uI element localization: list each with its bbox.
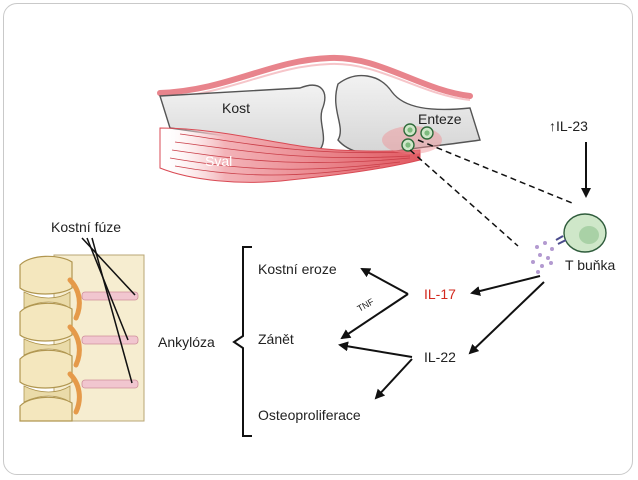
t-cell [555,213,607,253]
right-bone [334,74,481,156]
label-il17: IL-17 [424,286,456,302]
label-bone-fusion: Kostní fúze [51,219,122,235]
cytokine-dots [531,241,554,274]
label-inflammation: Zánět [258,331,294,347]
label-bone-erosion: Kostní eroze [258,261,337,277]
enthesis-cells [401,123,434,152]
label-il22: IL-22 [424,349,456,365]
arrow-il22-osteoproliferation [374,358,413,400]
arrow-tcell-il22 [468,281,545,355]
arrow-tcell-il17 [470,275,541,296]
label-osteoproliferation: Osteoproliferace [258,407,361,423]
spine-illustration [19,237,145,422]
ankylosis-bracket [232,246,252,437]
label-t-cell: T buňka [565,257,616,273]
label-muscle: Sval [205,153,233,169]
label-il23: ↑IL-23 [549,118,588,134]
arrow-il17-erosion [360,268,409,295]
label-enthesis: Enteze [418,111,462,127]
arrow-il22-inflammation [338,341,413,358]
dashed-link-1 [417,139,573,204]
label-bone: Kost [222,100,251,116]
arrow-il17-inflammation [340,293,409,340]
joint-illustration [157,54,481,183]
label-ankylosis: Ankylóza [158,334,215,350]
muscle [159,127,421,183]
dashed-link-2 [409,149,519,247]
